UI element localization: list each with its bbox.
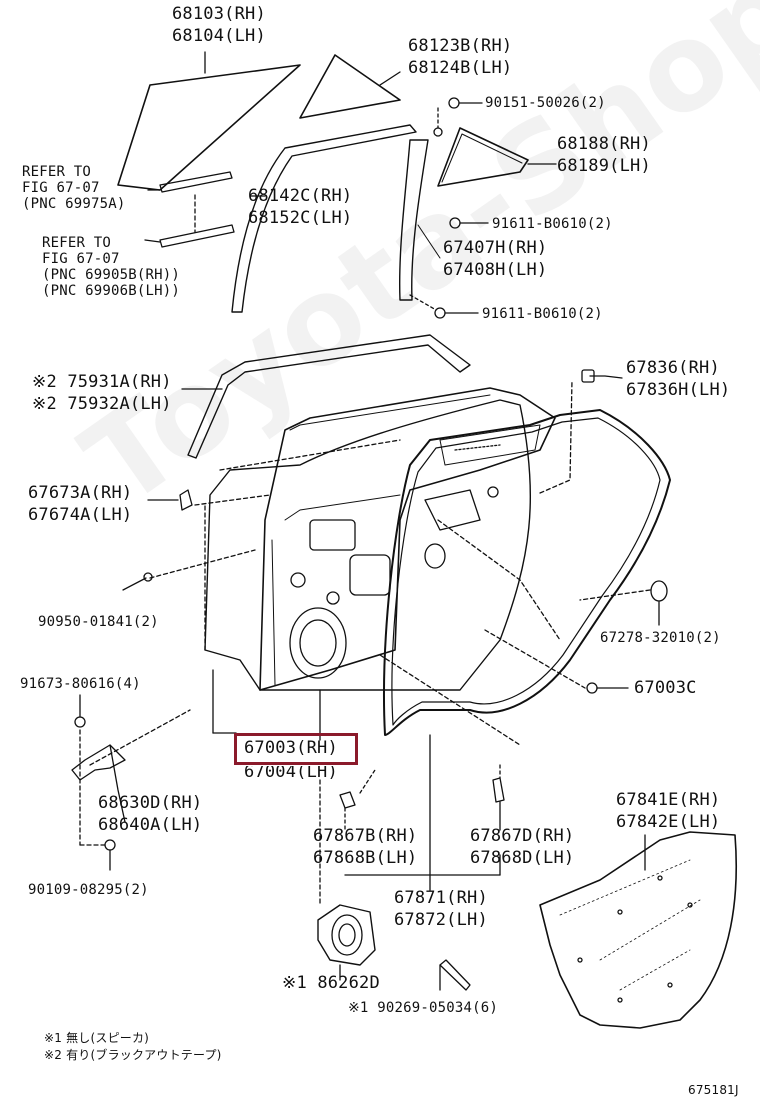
label-67278[interactable]: 67278-32010(2) — [600, 630, 721, 646]
bolt-icon — [104, 839, 116, 851]
label-90950[interactable]: 90950-01841(2) — [38, 614, 159, 630]
label-67842e[interactable]: 67842E(LH) — [616, 812, 721, 832]
label-68640a[interactable]: 68640A(LH) — [98, 815, 203, 835]
screw-icon — [439, 959, 471, 991]
bolt-icon — [434, 307, 446, 319]
refer-note-1-line2: FIG 67-07 — [22, 180, 100, 196]
label-67408h[interactable]: 67408H(LH) — [443, 260, 548, 280]
division-bar — [399, 139, 429, 301]
label-67871[interactable]: 67871(RH) — [394, 888, 488, 908]
door-outer-panel — [204, 399, 532, 691]
refer-note-2-line3[interactable]: (PNC 69905B(RH)) — [42, 267, 181, 283]
door-glass — [117, 64, 301, 191]
label-67868d[interactable]: 67868D(LH) — [470, 848, 575, 868]
clip-67867b — [339, 791, 356, 809]
speaker-bracket — [317, 904, 376, 966]
label-68189[interactable]: 68189(LH) — [557, 156, 651, 176]
guard-clip — [179, 489, 193, 511]
highlighted-part-67003[interactable] — [234, 733, 358, 765]
label-67673a[interactable]: 67673A(RH) — [28, 483, 133, 503]
bolt-icon — [74, 716, 86, 728]
label-68104[interactable]: 68104(LH) — [172, 26, 266, 46]
quarter-glass — [299, 54, 401, 119]
bolt-icon — [448, 97, 460, 109]
refer-note-2-line1: REFER TO — [42, 235, 112, 251]
label-67674a[interactable]: 67674A(LH) — [28, 505, 133, 525]
refer-note-2-line4[interactable]: (PNC 69906B(LH)) — [42, 283, 181, 299]
label-68142c[interactable]: 68142C(RH) — [248, 186, 353, 206]
clip-icon — [581, 369, 595, 383]
diagram-id: 675181J — [688, 1083, 739, 1097]
label-67836[interactable]: 67836(RH) — [626, 358, 720, 378]
label-75932a[interactable]: ※2 75932A(LH) — [32, 394, 172, 414]
label-68103[interactable]: 68103(RH) — [172, 4, 266, 24]
blackout-tape — [187, 334, 471, 459]
label-90109[interactable]: 90109-08295(2) — [28, 882, 149, 898]
door-frame — [259, 387, 556, 691]
label-86262d[interactable]: ※1 86262D — [282, 973, 380, 993]
plug-icon — [650, 580, 668, 602]
label-67407h[interactable]: 67407H(RH) — [443, 238, 548, 258]
refer-note-1-line1: REFER TO — [22, 164, 92, 180]
label-67841e[interactable]: 67841E(RH) — [616, 790, 721, 810]
door-trim-board — [539, 831, 738, 1029]
bolt-icon — [449, 217, 461, 229]
label-67003c[interactable]: 67003C — [634, 678, 697, 698]
label-90269[interactable]: ※1 90269-05034(6) — [348, 1000, 498, 1016]
refer-note-1-line3[interactable]: (PNC 69975A) — [22, 196, 126, 212]
label-67836h[interactable]: 67836H(LH) — [626, 380, 731, 400]
label-91673[interactable]: 91673-80616(4) — [20, 676, 141, 692]
label-91611-lower[interactable]: 91611-B0610(2) — [482, 306, 603, 322]
label-68124b[interactable]: 68124B(LH) — [408, 58, 513, 78]
label-68123b[interactable]: 68123B(RH) — [408, 36, 513, 56]
glass-run — [231, 124, 417, 313]
label-68630d[interactable]: 68630D(RH) — [98, 793, 203, 813]
label-67868b[interactable]: 67868B(LH) — [313, 848, 418, 868]
label-75931a[interactable]: ※2 75931A(RH) — [32, 372, 172, 392]
speaker-hole — [289, 607, 347, 679]
quarter-window-assy — [437, 127, 529, 187]
label-91611-upper[interactable]: 91611-B0610(2) — [492, 216, 613, 232]
label-68188[interactable]: 68188(RH) — [557, 134, 651, 154]
label-67004[interactable]: 67004(LH) — [244, 762, 338, 782]
clip-67867d — [492, 777, 505, 803]
footnote-1: ※1 無し(スピーカ) — [44, 1031, 150, 1045]
label-68152c[interactable]: 68152C(LH) — [248, 208, 353, 228]
door-check — [71, 744, 126, 781]
label-67867d[interactable]: 67867D(RH) — [470, 826, 575, 846]
label-67003[interactable]: 67003(RH) — [244, 738, 338, 758]
belt-moulding-outer — [159, 171, 233, 193]
label-90151[interactable]: 90151-50026(2) — [485, 95, 606, 111]
belt-moulding-inner — [159, 224, 235, 248]
door-weatherstrip — [383, 409, 671, 736]
label-67867b[interactable]: 67867B(RH) — [313, 826, 418, 846]
refer-note-2-line2: FIG 67-07 — [42, 251, 120, 267]
footnote-2: ※2 有り(ブラックアウトテープ) — [44, 1048, 222, 1062]
label-67872[interactable]: 67872(LH) — [394, 910, 488, 930]
